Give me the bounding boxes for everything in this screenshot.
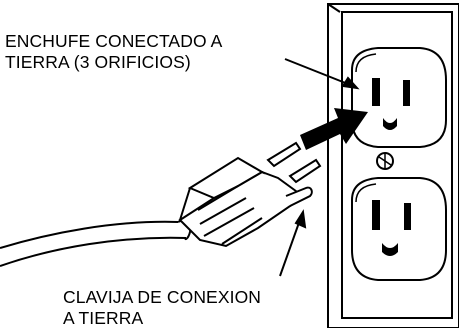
plug-prongs <box>266 141 322 184</box>
lower-receptacle <box>351 177 447 281</box>
plug-body <box>178 156 302 248</box>
grounded-outlet-label-line1: ENCHUFE CONECTADO A <box>5 31 223 51</box>
ground-pin <box>285 186 313 207</box>
grounded-outlet-label-line2: TIERRA (3 ORIFICIOS) <box>5 52 191 72</box>
ground-pin-label-line2: A TIERRA <box>63 308 144 328</box>
leader-lines <box>279 58 360 277</box>
center-screw <box>376 152 394 170</box>
insert-direction-arrow <box>300 108 368 150</box>
ground-pin-label: CLAVIJA DE CONEXION A TIERRA <box>63 287 261 329</box>
power-cord <box>0 219 192 267</box>
upper-receptacle <box>351 47 447 148</box>
ground-pin-label-line1: CLAVIJA DE CONEXION <box>63 287 262 307</box>
grounded-outlet-label: ENCHUFE CONECTADO A TIERRA (3 ORIFICIOS) <box>5 31 222 73</box>
